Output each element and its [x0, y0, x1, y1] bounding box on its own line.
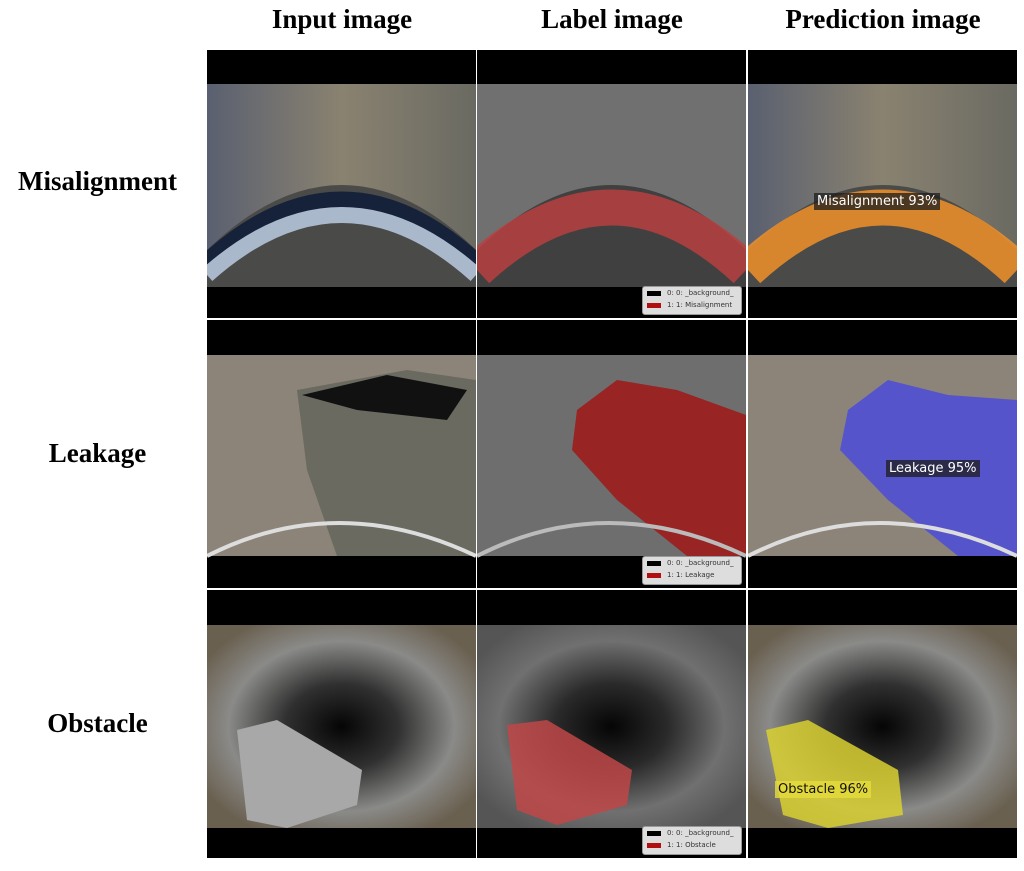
- prediction-image-obstacle: Obstacle 96%: [748, 590, 1017, 858]
- column-header-prediction: Prediction image: [785, 4, 981, 34]
- legend: 0: 0: _background_1: 1: Leakage: [642, 556, 742, 585]
- label-image-obstacle: 0: 0: _background_1: 1: Obstacle: [477, 590, 746, 858]
- prediction-image-misalignment: Misalignment 93%: [748, 50, 1017, 318]
- row-label-leakage: Leakage: [48, 438, 147, 468]
- input-image-obstacle: [207, 590, 476, 858]
- input-image-misalignment: [207, 50, 476, 318]
- label-image-misalignment: 0: 0: _background_1: 1: Misalignment: [477, 50, 746, 318]
- prediction-label: Misalignment 93%: [814, 193, 941, 210]
- column-header-input: Input image: [271, 4, 413, 34]
- row-label-obstacle: Obstacle: [47, 708, 148, 738]
- legend: 0: 0: _background_1: 1: Misalignment: [642, 286, 742, 315]
- prediction-image-leakage: Leakage 95%: [748, 320, 1017, 588]
- prediction-label: Leakage 95%: [886, 460, 980, 477]
- label-image-leakage: 0: 0: _background_1: 1: Leakage: [477, 320, 746, 588]
- prediction-label: Obstacle 96%: [775, 781, 872, 798]
- input-image-leakage: [207, 320, 476, 588]
- legend: 0: 0: _background_1: 1: Obstacle: [642, 826, 742, 855]
- row-label-misalignment: Misalignment: [18, 166, 177, 196]
- column-header-label: Label image: [541, 4, 683, 34]
